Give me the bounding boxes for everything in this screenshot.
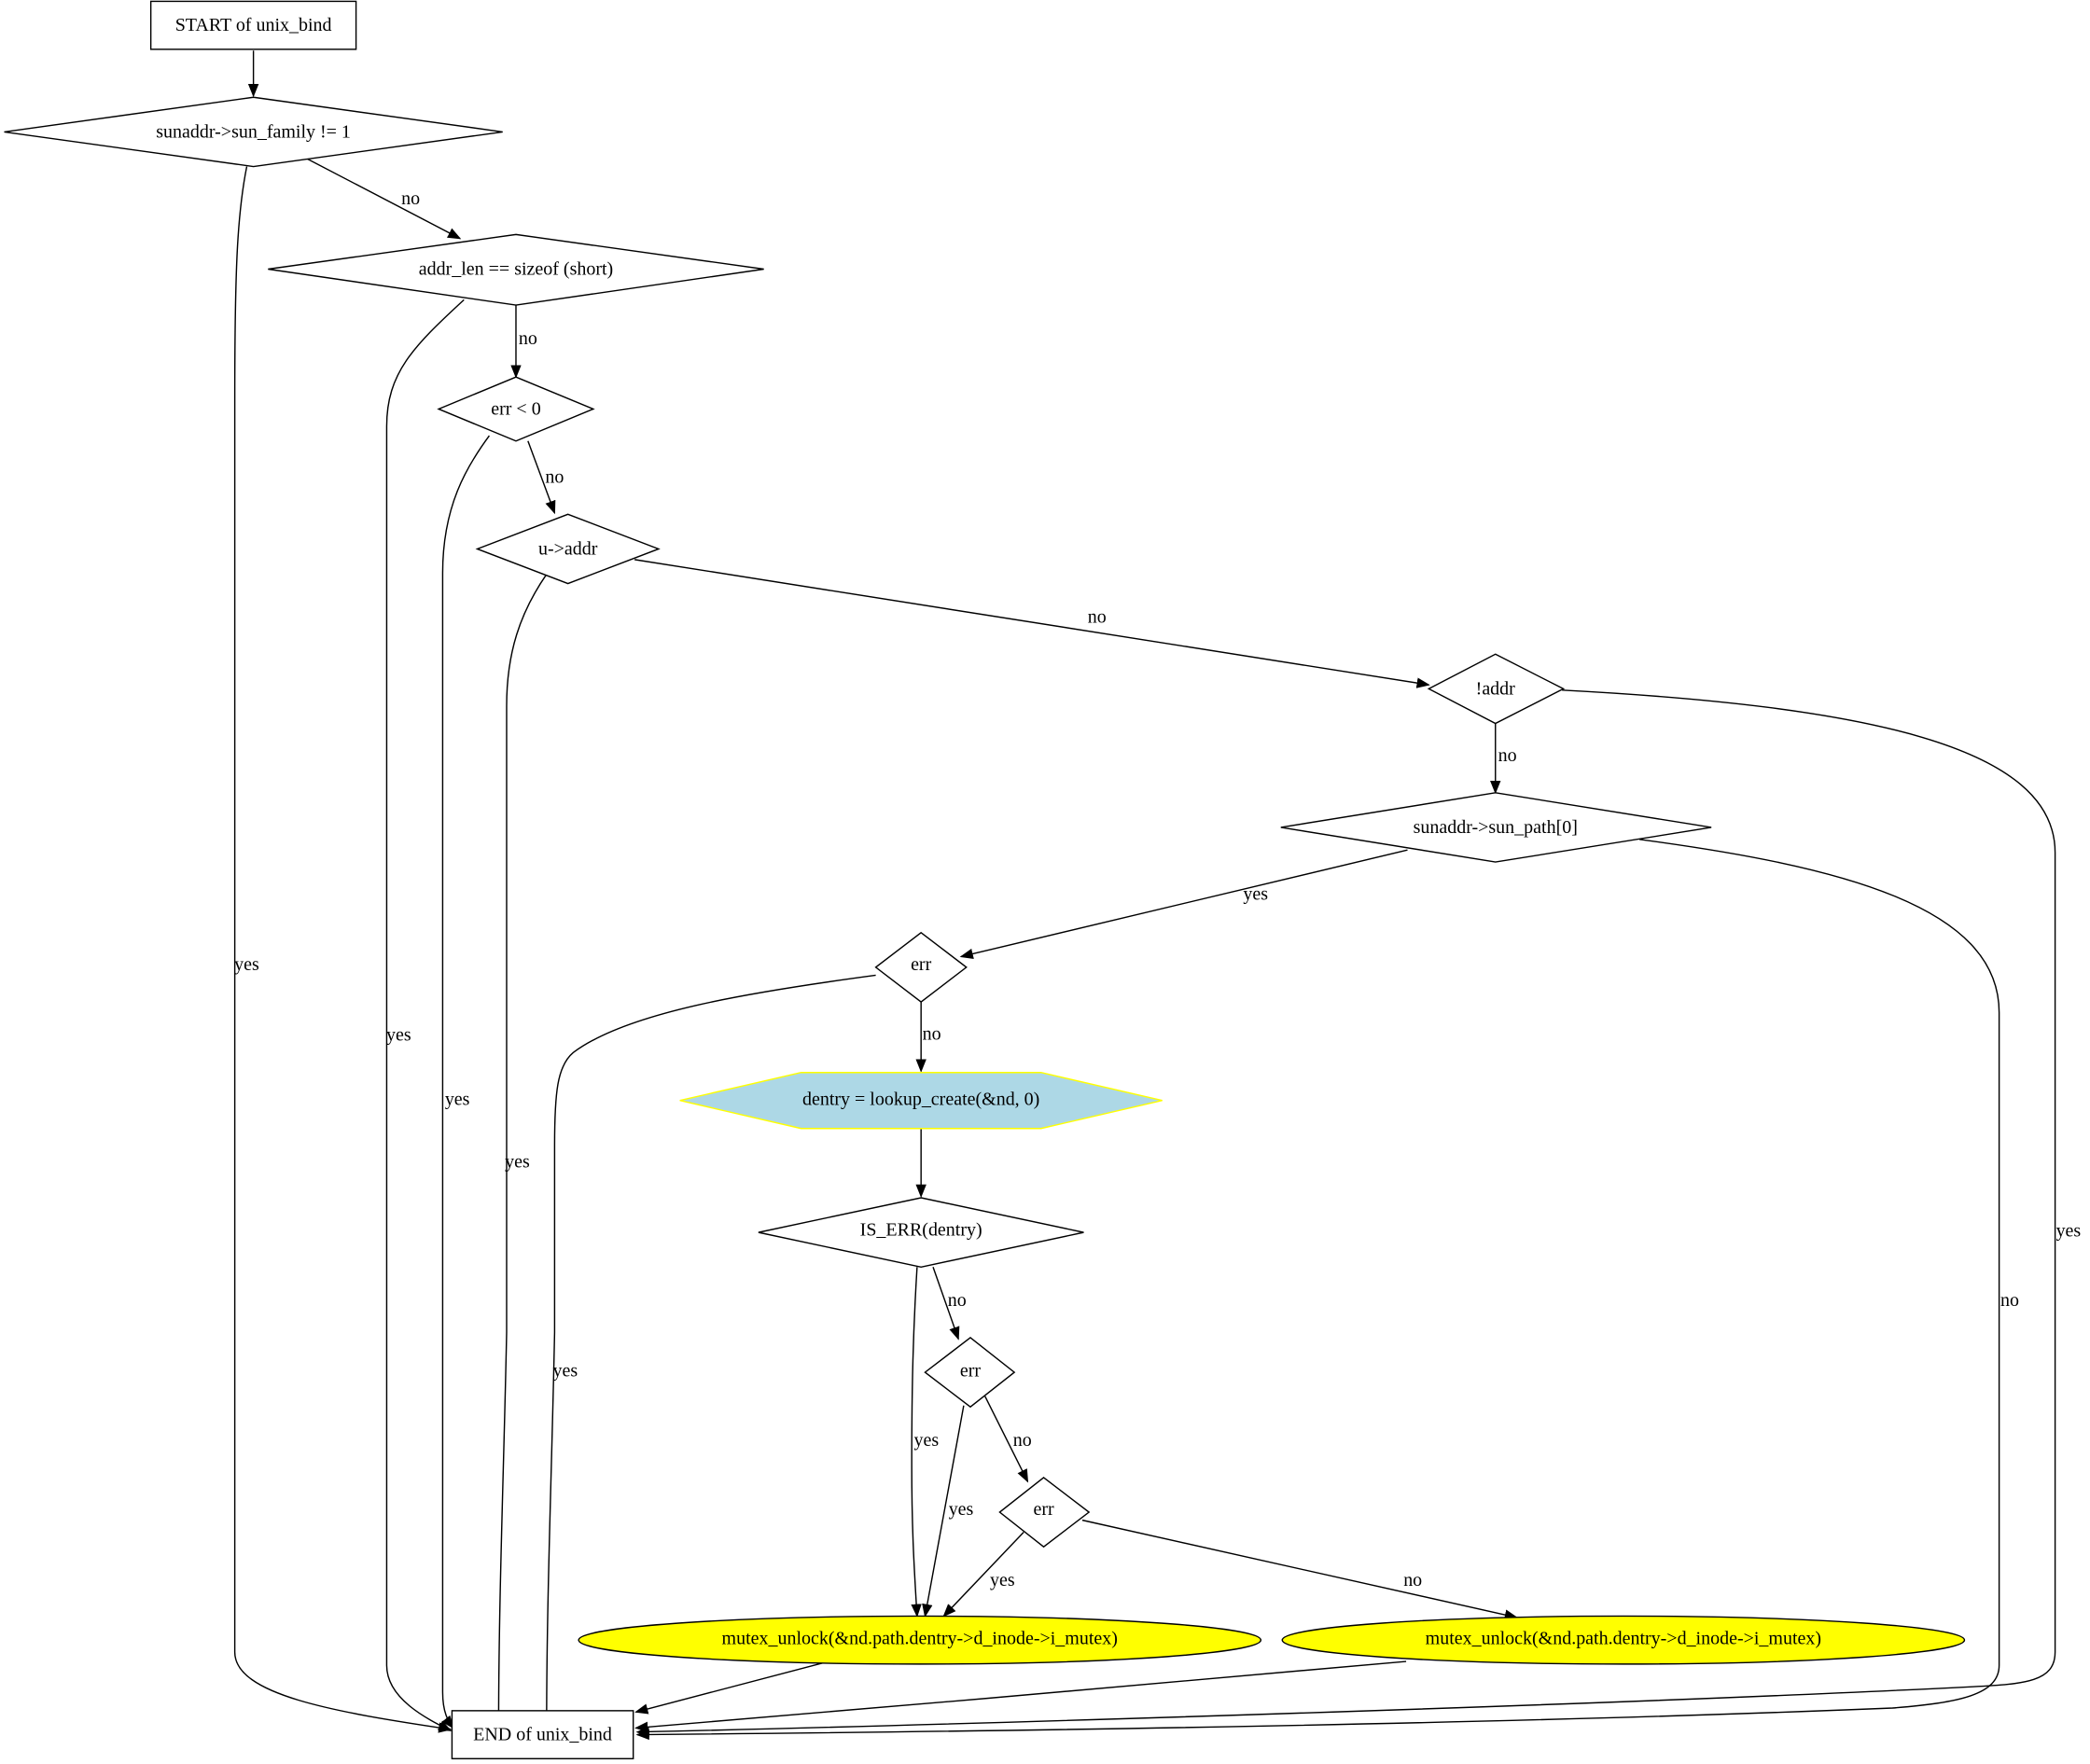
node-start: START of unix_bind <box>149 0 357 50</box>
node-iserr-label: IS_ERR(dentry) <box>860 1219 982 1240</box>
node-decision-err-lt-0: err < 0 <box>437 376 595 442</box>
edge-err1-to-end <box>541 974 876 1728</box>
edge-err3-to-unlock1 <box>942 1531 1024 1618</box>
edge-sunpath-to-end <box>635 839 2000 1741</box>
node-action-lookup-create: dentry = lookup_create(&nd, 0) <box>679 1072 1163 1130</box>
node-decision-family: sunaddr->sun_family != 1 <box>4 96 503 168</box>
edge-unlock1-to-end <box>634 1661 825 1715</box>
edge-label: yes <box>445 1089 470 1109</box>
nodes: START of unix_bind sunaddr->sun_family !… <box>4 0 1966 1760</box>
edge-label: no <box>2000 1290 2019 1311</box>
node-notaddr-label: !addr <box>1476 678 1516 699</box>
edge-iserr-to-err2 <box>932 1267 960 1340</box>
edge-label: yes <box>2056 1221 2082 1242</box>
edge-label: yes <box>234 954 259 975</box>
edge-label: yes <box>1243 883 1268 904</box>
edge-label: no <box>401 188 420 209</box>
node-decision-err-3: err <box>998 1477 1091 1549</box>
node-decision-iserr: IS_ERR(dentry) <box>758 1197 1084 1268</box>
edge-label: yes <box>553 1361 578 1382</box>
edge-label: yes <box>914 1430 940 1451</box>
edge-label: yes <box>505 1151 530 1172</box>
edge-label: no <box>1498 745 1517 766</box>
edge-label: yes <box>949 1499 974 1520</box>
edge-err2-to-unlock1 <box>922 1405 965 1618</box>
node-unlock-2: mutex_unlock(&nd.path.dentry->d_inode->i… <box>1281 1615 1966 1665</box>
edge-err0-to-end <box>441 435 490 1729</box>
edge-label: yes <box>990 1570 1015 1590</box>
edge-sunpath-to-err1 <box>959 849 1408 960</box>
node-decision-addrlen: addr_len == sizeof (short) <box>268 233 764 306</box>
node-unlock2-label: mutex_unlock(&nd.path.dentry->d_inode->i… <box>1426 1629 1821 1649</box>
node-unlock1-label: mutex_unlock(&nd.path.dentry->d_inode->i… <box>722 1629 1118 1649</box>
edge-unlock2-to-end <box>634 1660 1407 1733</box>
node-decision-uaddr: u->addr <box>475 513 661 585</box>
edge-label: no <box>923 1023 941 1044</box>
edge-label: no <box>519 328 537 349</box>
edge-uaddr-to-end <box>493 574 548 1728</box>
edges <box>233 50 2056 1741</box>
node-end: END of unix_bind <box>451 1710 634 1760</box>
node-decision-err-2: err <box>924 1337 1016 1409</box>
edge-label: no <box>948 1290 967 1311</box>
edge-err3-to-unlock2 <box>1081 1519 1518 1620</box>
node-err1-label: err <box>911 954 932 975</box>
node-decision-sunpath: sunaddr->sun_path[0] <box>1280 792 1712 863</box>
node-family-label: sunaddr->sun_family != 1 <box>156 121 351 142</box>
edge-iserr-to-unlock1 <box>911 1267 922 1618</box>
edge-label: no <box>545 466 564 487</box>
edge-notaddr-to-end <box>635 689 2056 1738</box>
edge-label: yes <box>386 1025 411 1046</box>
node-uaddr-label: u->addr <box>538 538 598 559</box>
node-sunpath-label: sunaddr->sun_path[0] <box>1414 817 1578 838</box>
node-decision-err-1: err <box>874 931 968 1003</box>
edge-label: no <box>1013 1430 1032 1451</box>
edge-err0-to-uaddr <box>527 440 556 515</box>
edge-uaddr-to-notaddr <box>634 559 1430 688</box>
node-unlock-1: mutex_unlock(&nd.path.dentry->d_inode->i… <box>578 1615 1262 1665</box>
edge-family-to-addrlen <box>306 158 462 240</box>
node-addrlen-label: addr_len == sizeof (short) <box>419 259 613 280</box>
edge-err2-to-err3 <box>984 1396 1029 1483</box>
edge-labels: no yes no yes no yes no yes no yes yes n… <box>234 188 2081 1590</box>
node-decision-notaddr: !addr <box>1427 653 1566 725</box>
edge-addrlen-to-end <box>385 299 465 1731</box>
node-err0-label: err < 0 <box>491 398 540 419</box>
node-err2-label: err <box>960 1361 982 1382</box>
edge-label: no <box>1088 606 1107 627</box>
node-lookup-label: dentry = lookup_create(&nd, 0) <box>802 1089 1039 1109</box>
edge-label: no <box>1403 1570 1422 1590</box>
node-end-label: END of unix_bind <box>473 1725 612 1745</box>
node-start-label: START of unix_bind <box>175 15 332 35</box>
node-err3-label: err <box>1033 1499 1054 1520</box>
edge-family-to-end <box>233 166 453 1733</box>
